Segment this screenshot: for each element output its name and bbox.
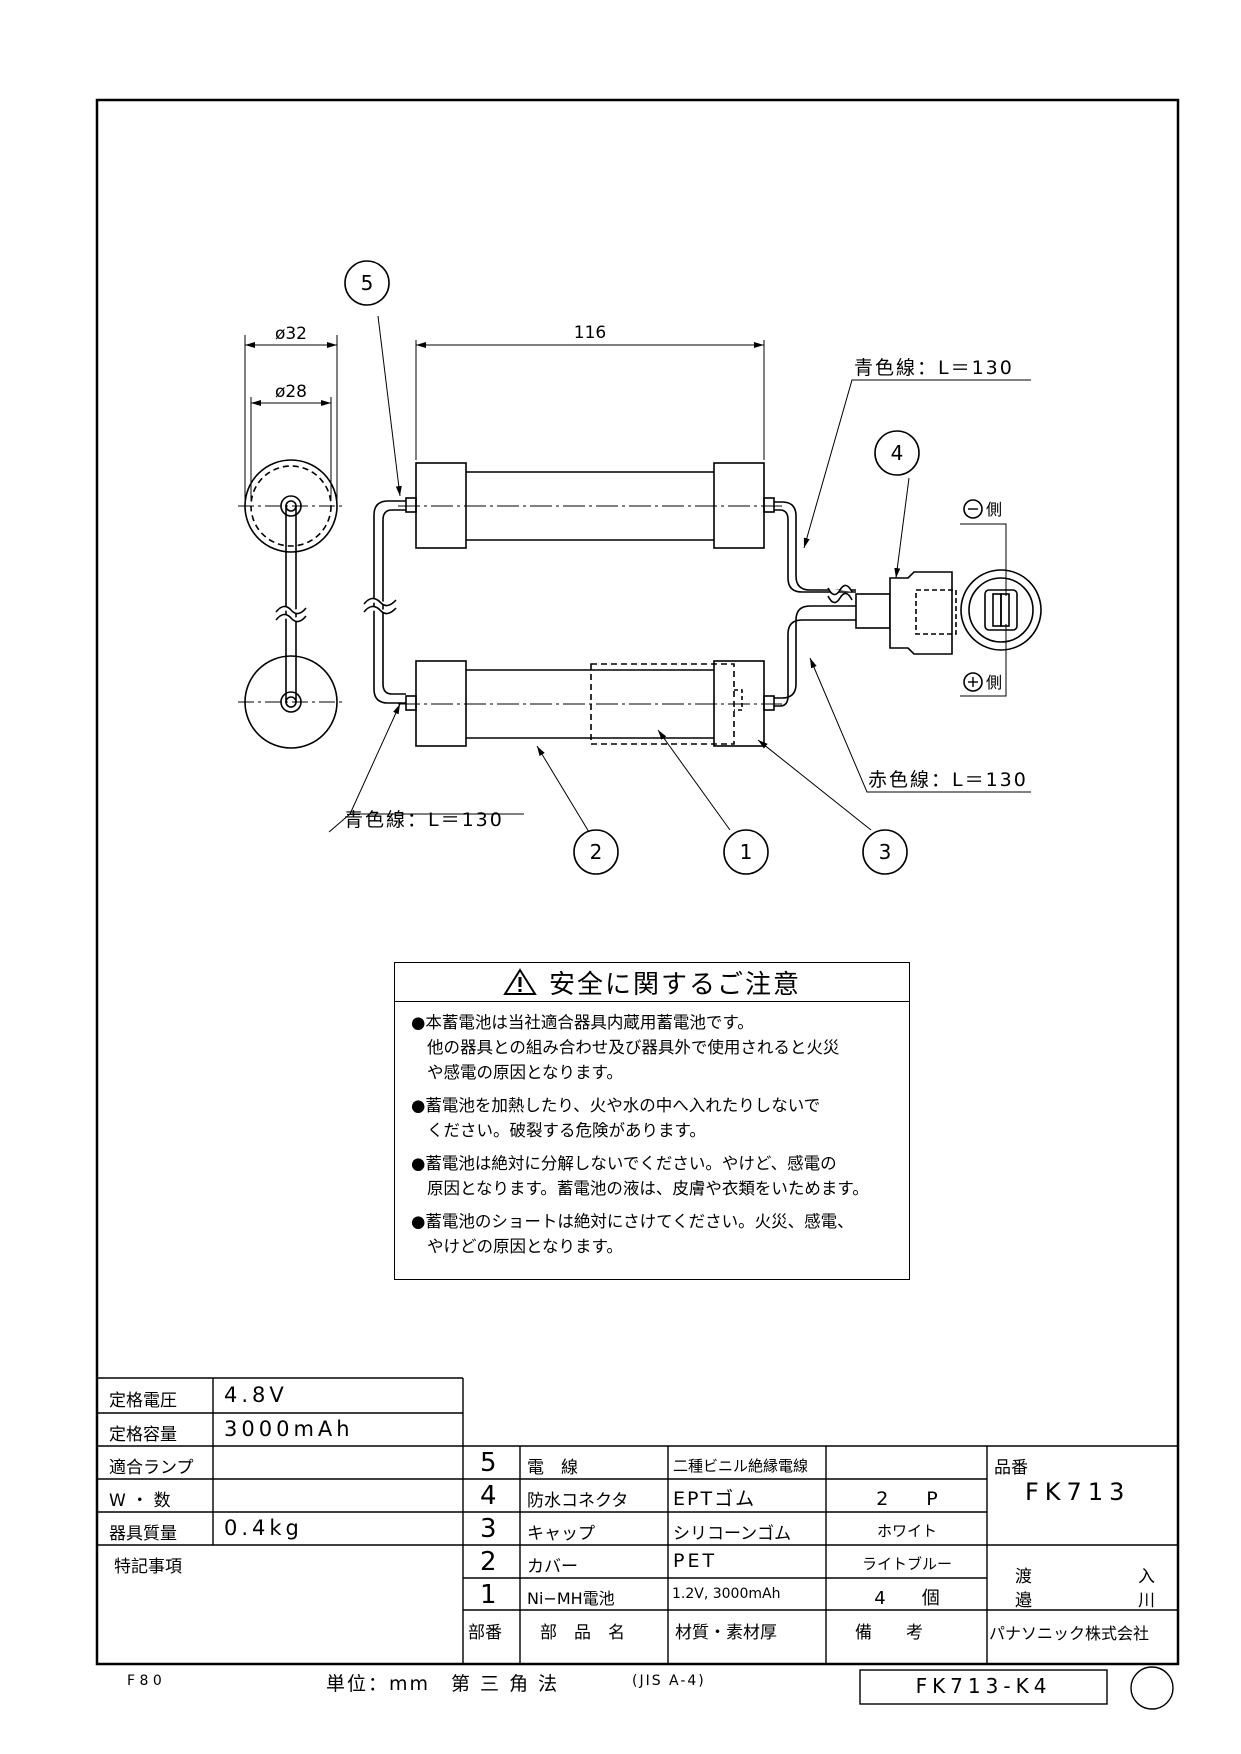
drawn-name: 邉 bbox=[1015, 1591, 1032, 1611]
dim-length: 116 bbox=[574, 323, 606, 343]
part-number: 4 bbox=[480, 1481, 497, 1511]
spec-label: 器具質量 bbox=[109, 1524, 177, 1544]
negative-side-label: 側 bbox=[986, 500, 1002, 519]
parts-header-material: 材質・素材厚 bbox=[675, 1623, 777, 1643]
safety-title: 安全に関するご注意 bbox=[395, 963, 909, 1002]
drawn-name-2: 川 bbox=[1138, 1591, 1155, 1611]
company-name: パナソニック株式会社 bbox=[989, 1624, 1150, 1643]
part-remark: 2 P bbox=[876, 1488, 938, 1510]
part-no-label: 品番 bbox=[994, 1458, 1028, 1478]
safety-note: ●本蓄電池は当社適合器具内蔵用蓄電池です。他の器具との組み合わせ及び器具外で使用… bbox=[411, 1010, 909, 1085]
part-material: PET bbox=[673, 1550, 718, 1572]
dim-inner-diameter: ø28 bbox=[275, 382, 307, 402]
spec-value: 4.8V bbox=[224, 1383, 288, 1407]
part-number: 1 bbox=[480, 1580, 497, 1610]
balloon-5: 5 bbox=[361, 271, 374, 295]
safety-note: ●蓄電池のショートは絶対にさけてください。火災、感電、やけどの原因となります。 bbox=[411, 1209, 909, 1259]
red-wire-label: 赤色線：L＝130 bbox=[868, 769, 1028, 791]
part-name: 電 線 bbox=[527, 1458, 578, 1478]
safety-notice: 安全に関するご注意 ●本蓄電池は当社適合器具内蔵用蓄電池です。他の器具との組み合… bbox=[394, 962, 910, 1280]
balloon-1: 1 bbox=[740, 840, 753, 864]
spec-label: 定格電圧 bbox=[109, 1391, 177, 1411]
spec-label: 特記事項 bbox=[114, 1557, 182, 1577]
part-remark: ホワイト bbox=[876, 1522, 937, 1540]
drawn-label-2: 入 bbox=[1138, 1567, 1155, 1587]
part-number: 3 bbox=[480, 1514, 497, 1544]
blue-wire-label-top: 青色線：L＝130 bbox=[854, 357, 1014, 379]
parts-header-name: 部 品 名 bbox=[540, 1623, 625, 1643]
units-projection: 単位：mm 第 三 角 法 bbox=[326, 1673, 560, 1695]
safety-note: ●蓄電池は絶対に分解しないでください。やけど、感電の原因となります。蓄電池の液は… bbox=[411, 1151, 909, 1201]
safety-title-text: 安全に関するご注意 bbox=[548, 969, 801, 1000]
safety-note-line: や感電の原因となります。 bbox=[427, 1063, 623, 1082]
balloon-2: 2 bbox=[590, 840, 603, 864]
balloon-4: 4 bbox=[891, 441, 904, 465]
safety-note-line: 原因となります。蓄電池の液は、皮膚や衣類をいためます。 bbox=[427, 1179, 869, 1198]
safety-note-line: やけどの原因となります。 bbox=[427, 1237, 623, 1256]
paper-size: (JIS A-4) bbox=[632, 1673, 706, 1689]
part-number: 2 bbox=[480, 1547, 497, 1577]
spec-label: W ・ 数 bbox=[109, 1491, 171, 1511]
safety-note-line: ●本蓄電池は当社適合器具内蔵用蓄電池です。 bbox=[411, 1013, 754, 1032]
part-name: 防水コネクタ bbox=[527, 1491, 629, 1511]
part-number: 5 bbox=[480, 1448, 497, 1478]
blue-wire-label-bottom: 青色線：L＝130 bbox=[344, 809, 504, 831]
part-name: カバー bbox=[527, 1557, 578, 1577]
part-remark: ライトブルー bbox=[861, 1555, 952, 1573]
safety-note-line: ください。破裂する危険があります。 bbox=[427, 1121, 706, 1140]
product-code: FK713 bbox=[1025, 1478, 1131, 1506]
drawn-label: 渡 bbox=[1015, 1567, 1032, 1587]
spec-label: 定格容量 bbox=[109, 1425, 177, 1445]
part-material: 1.2V, 3000mAh bbox=[672, 1586, 781, 1602]
safety-note-line: ●蓄電池のショートは絶対にさけてください。火災、感電、 bbox=[411, 1212, 854, 1231]
balloon-3: 3 bbox=[879, 840, 892, 864]
dim-outer-diameter: ø32 bbox=[275, 324, 307, 344]
part-material: シリコーンゴム bbox=[673, 1524, 792, 1544]
spec-value: 3000mAh bbox=[224, 1417, 354, 1441]
safety-note-line: ●蓄電池を加熱したり、火や水の中へ入れたりしないで bbox=[411, 1096, 821, 1115]
parts-header-no: 部番 bbox=[468, 1623, 502, 1643]
part-remark: 4 個 bbox=[874, 1588, 940, 1609]
warning-icon bbox=[503, 968, 537, 995]
part-material: EPTゴム bbox=[673, 1488, 757, 1510]
part-material: 二種ビニル絶縁電線 bbox=[673, 1457, 809, 1475]
part-name: Ni−MH電池 bbox=[527, 1589, 615, 1608]
sheet-code: F 8 0 bbox=[127, 1673, 162, 1689]
battery-pack bbox=[328, 260, 1042, 875]
spec-value: 0.4kg bbox=[224, 1516, 303, 1540]
sheet-frame bbox=[95, 98, 1180, 1666]
table-grid bbox=[97, 1377, 1178, 1710]
part-name: キャップ bbox=[527, 1524, 595, 1544]
safety-note-line: 他の器具との組み合わせ及び器具外で使用されると火災 bbox=[427, 1038, 840, 1057]
safety-note: ●蓄電池を加熱したり、火や水の中へ入れたりしないでください。破裂する危険がありま… bbox=[411, 1093, 909, 1143]
drawing-number: FK713-K4 bbox=[915, 1674, 1052, 1698]
positive-side-label: 側 bbox=[986, 673, 1002, 692]
parts-header-remark: 備 考 bbox=[855, 1623, 923, 1643]
safety-notes: ●本蓄電池は当社適合器具内蔵用蓄電池です。他の器具との組み合わせ及び器具外で使用… bbox=[395, 1002, 909, 1259]
safety-note-line: ●蓄電池は絶対に分解しないでください。やけど、感電の bbox=[411, 1154, 837, 1173]
spec-label: 適合ランプ bbox=[109, 1458, 194, 1478]
end-view bbox=[238, 335, 345, 749]
